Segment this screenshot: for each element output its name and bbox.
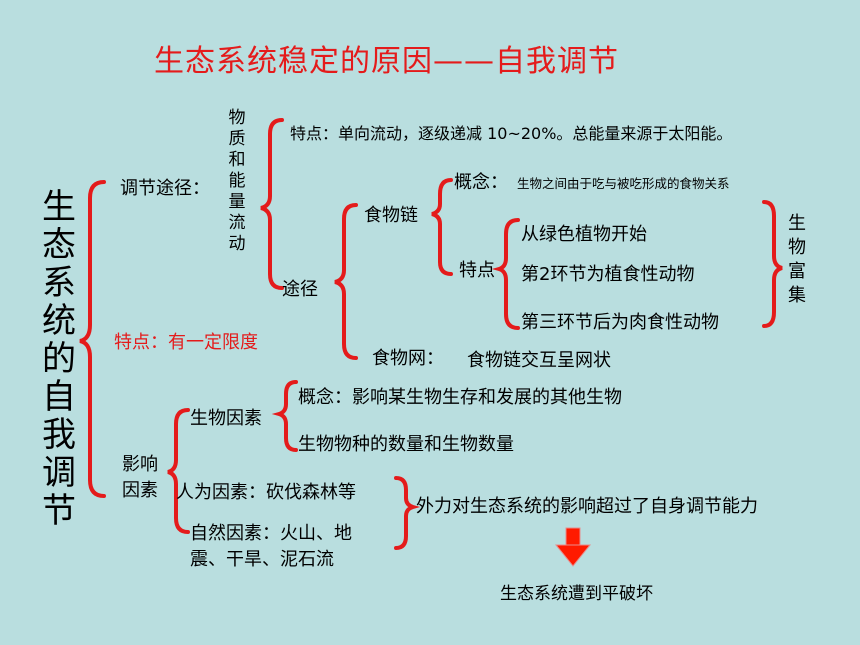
food-chain-label: 食物链 xyxy=(364,205,418,226)
bio-concept-text: 概念：影响某生物生存和发展的其他生物 xyxy=(298,387,622,408)
feature-item-3: 第三环节后为肉食性动物 xyxy=(521,312,719,333)
food-chain-brace xyxy=(431,178,453,276)
feature-brace xyxy=(491,218,520,330)
food-web-text: 食物链交互呈网状 xyxy=(467,350,611,371)
pathway-label: 途径 xyxy=(282,279,318,300)
bio-factor-label: 生物因素 xyxy=(190,408,262,429)
main-brace xyxy=(79,180,106,498)
food-chain-concept-label: 概念： xyxy=(454,172,508,193)
natural-factor-line2: 震、干旱、泥石流 xyxy=(190,549,334,570)
energy-feature-text: 特点：单向流动，逐级递减 10~20%。总能量来源于太阳能。 xyxy=(290,124,733,143)
food-chain-feature-label: 特点 xyxy=(459,260,495,281)
impact-text: 外力对生态系统的影响超过了自身调节能力 xyxy=(416,496,758,517)
bio-factor-brace xyxy=(271,380,298,452)
feature-item-1: 从绿色植物开始 xyxy=(521,224,647,245)
bio-enrichment-label: 生物富集 xyxy=(788,213,806,306)
enrichment-brace xyxy=(762,200,783,328)
main-topic: 生态系统的自我调节 xyxy=(42,187,76,531)
page-title: 生态系统稳定的原因——自我调节 xyxy=(154,44,619,79)
limit-text: 特点：有一定限度 xyxy=(114,332,258,353)
factors-label: 影响因素 xyxy=(122,454,158,501)
impact-brace xyxy=(394,476,421,550)
bio-quantity-text: 生物物种的数量和生物数量 xyxy=(298,434,514,455)
food-chain-concept-text: 生物之间由于吃与被吃形成的食物关系 xyxy=(517,176,730,191)
feature-item-2: 第2环节为植食性动物 xyxy=(521,264,695,285)
natural-factor-line1: 自然因素：火山、地 xyxy=(190,523,352,544)
human-factor-text: 人为因素：砍伐森林等 xyxy=(176,482,356,503)
factors-brace xyxy=(167,408,190,534)
down-arrow-icon xyxy=(554,527,592,567)
energy-brace xyxy=(260,118,284,290)
regulation-label: 调节途径： xyxy=(120,178,210,199)
food-web-label: 食物网： xyxy=(372,348,444,369)
result-text: 生态系统遭到平破坏 xyxy=(500,584,653,604)
pathway-brace xyxy=(334,203,358,360)
energy-flow-label: 物质和能量流动 xyxy=(228,108,246,254)
